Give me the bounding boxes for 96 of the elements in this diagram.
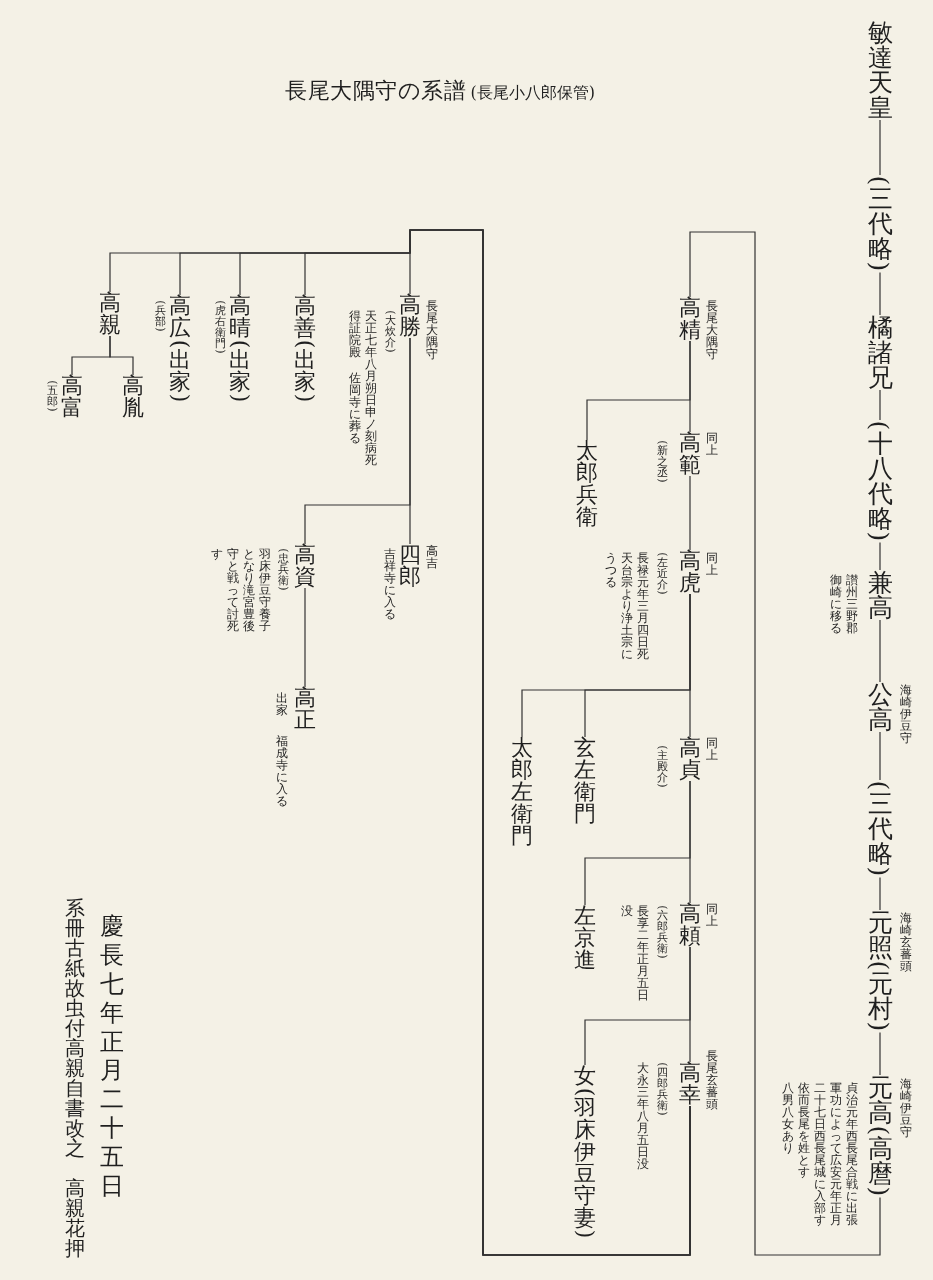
title-text: 長尾大隅守の系譜 xyxy=(285,77,467,105)
note-text: (虎右衛門) xyxy=(213,300,227,354)
lineage-line xyxy=(521,593,691,738)
note-text: 吉祥寺に入る xyxy=(383,548,397,620)
name-label: 高善(出家) xyxy=(292,295,318,403)
note-text: (五郎) xyxy=(45,380,59,412)
name-label: 橘諸兄 xyxy=(866,315,894,390)
note-text: 天正七年八月朔日申ノ刻病死 xyxy=(364,310,378,466)
note-text: 系冊古紙故虫付高親自書改之 xyxy=(64,898,86,1158)
name-label: (十八代略) xyxy=(865,420,895,543)
name-label: 高正 xyxy=(293,687,317,731)
name-label: 高勝 xyxy=(398,294,422,338)
name-label: 高富 xyxy=(60,375,84,419)
note-text: 二十七日西長尾城に入部す xyxy=(813,1082,827,1226)
note-text: 貞治元年西長尾合戦に出張 xyxy=(845,1082,859,1226)
lineage-line xyxy=(689,231,881,1256)
note-text: (主殿介) xyxy=(655,745,669,788)
note-text: 長禄元年三月四日死 xyxy=(636,552,650,660)
name-label: 高貞 xyxy=(678,737,702,781)
name-label: 女(羽床伊豆守妻) xyxy=(572,1065,598,1239)
note-text: 軍功によって広安元年正月 xyxy=(829,1082,843,1226)
note-text: 長尾大隅守 xyxy=(705,300,719,360)
name-label: 高虎 xyxy=(678,550,702,594)
name-label: (三代略) xyxy=(865,780,895,878)
note-text: (新之丞) xyxy=(655,440,669,483)
note-text: 海崎伊豆守 xyxy=(899,1078,913,1138)
name-label: 敏達天皇 xyxy=(866,20,894,120)
note-text: 依而長尾を姓とす xyxy=(797,1082,811,1178)
note-text: 佐岡寺に葬る xyxy=(348,372,362,444)
lineage-line xyxy=(879,389,881,421)
name-label: 元高(高麿) xyxy=(865,1075,895,1198)
name-label: (三代略) xyxy=(865,175,895,273)
name-label: 高広(出家) xyxy=(167,295,193,403)
note-text: (六郎兵衛) xyxy=(655,905,669,959)
note-text: 御崎に移る xyxy=(829,574,843,634)
name-label: 高頼 xyxy=(678,903,702,947)
lineage-line xyxy=(879,119,881,176)
note-text: 得証院殿 xyxy=(348,310,362,358)
note-text: 八男八女あり xyxy=(781,1082,795,1154)
lineage-line xyxy=(71,335,111,376)
name-label: 高胤 xyxy=(121,375,145,419)
note-text: (忠兵衛) xyxy=(276,548,290,591)
note-text: (兵部) xyxy=(153,300,167,332)
name-label: 高幸 xyxy=(678,1062,702,1106)
lineage-line xyxy=(689,475,691,551)
note-text: 海崎玄蕃頭 xyxy=(899,912,913,972)
note-text: 天台宗より浄土宗に xyxy=(620,552,634,660)
note-text: 同上 xyxy=(705,737,719,761)
note-text: 同上 xyxy=(705,432,719,456)
name-label: 高精 xyxy=(678,297,702,341)
lineage-line xyxy=(879,271,881,316)
note-text: (左近介) xyxy=(655,552,669,595)
note-text: 同上 xyxy=(705,552,719,576)
note-text: (大炊介) xyxy=(383,310,397,353)
note-text: 没 xyxy=(620,905,634,917)
note-text: 同上 xyxy=(705,903,719,927)
note-text: す xyxy=(210,548,224,560)
name-label: 太郎兵衛 xyxy=(575,440,599,528)
lineage-line xyxy=(586,340,691,441)
name-label: 元照(元村) xyxy=(865,910,895,1033)
name-label: 兼高 xyxy=(866,570,894,620)
note-text: 羽床伊豆守養子 xyxy=(258,548,272,632)
name-label: 太郎左衛門 xyxy=(510,737,534,847)
note-text: 高親花押 xyxy=(64,1178,86,1258)
name-label: 公高 xyxy=(866,682,894,732)
note-text: 大永三年八月五日没 xyxy=(636,1062,650,1170)
lineage-line xyxy=(879,731,881,781)
name-label: 高晴(出家) xyxy=(227,295,253,403)
note-text: 長尾玄蕃頭 xyxy=(705,1050,719,1110)
note-text: 海崎伊豆守 xyxy=(899,684,913,744)
note-text: 長尾大隅守 xyxy=(425,300,439,360)
note-text: うつる xyxy=(604,552,618,588)
note-text: 讃州三野郡 xyxy=(845,574,859,634)
note-text: 長享二年正月五日 xyxy=(636,905,650,1001)
name-label: 高資 xyxy=(293,544,317,588)
name-label: 四郎 xyxy=(398,544,422,588)
lineage-line xyxy=(879,876,881,911)
note-text: となり滝宮豊後 xyxy=(242,548,256,632)
note-text: (四郎兵衛) xyxy=(655,1062,669,1116)
name-label: 玄左衛門 xyxy=(573,737,597,825)
note-text: 慶長七年正月二十五日 xyxy=(99,912,125,1200)
note-text: 出家 xyxy=(275,692,289,716)
lineage-line xyxy=(879,541,881,571)
lineage-line xyxy=(304,337,411,545)
note-text: 福成寺に入る xyxy=(275,735,289,807)
lineage-line xyxy=(879,1031,881,1076)
name-label: 高親 xyxy=(98,292,122,336)
name-label: 左京進 xyxy=(573,905,597,971)
lineage-line xyxy=(879,619,881,683)
subtitle-text: (長尾小八郎保管) xyxy=(470,82,595,104)
lineage-line xyxy=(584,946,691,1066)
note-text: 守と戦って討死 xyxy=(226,548,240,632)
note-text: 高吉 xyxy=(425,545,439,569)
name-label: 高範 xyxy=(678,432,702,476)
lineage-line xyxy=(304,587,306,688)
lineage-line xyxy=(584,780,691,906)
